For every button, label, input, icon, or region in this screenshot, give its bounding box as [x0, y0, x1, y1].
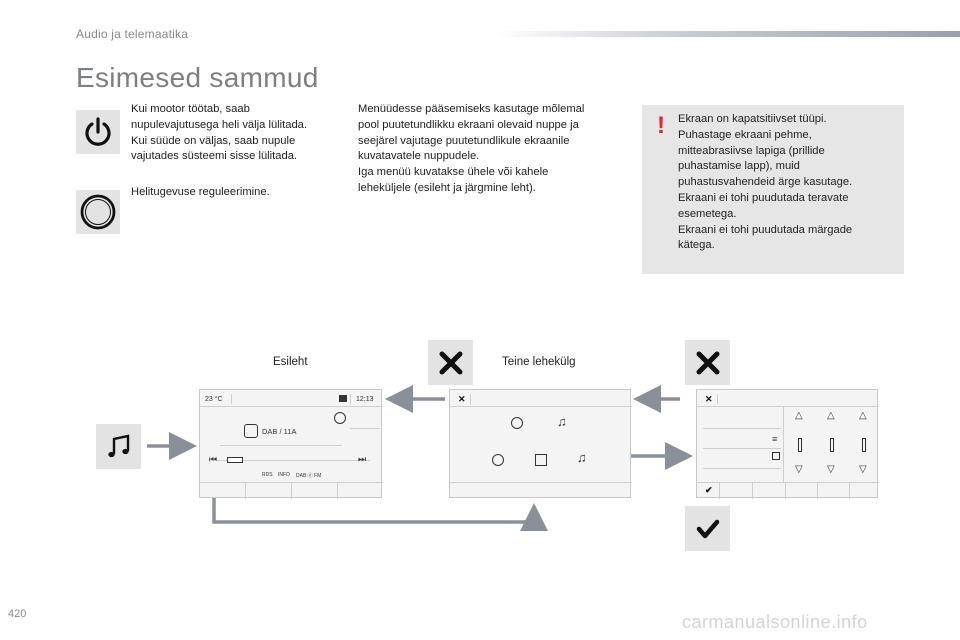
- slider-2: [830, 438, 834, 452]
- down-arrow-icon-3: ▽: [859, 464, 867, 475]
- caption-second-page: Teine lehekülg: [502, 356, 576, 368]
- power-button-illustration: [76, 110, 120, 154]
- list-icon: ≡: [772, 434, 778, 444]
- temperature-readout: 23 °C: [205, 396, 223, 403]
- music-button-illustration: [96, 424, 141, 469]
- checkbox-icon: [772, 452, 780, 460]
- rds-button-label: RDS: [262, 472, 273, 478]
- section-title: Audio ja telemaatika: [76, 27, 189, 41]
- seek-slider: [227, 457, 243, 463]
- confirm-button-illustration: [685, 506, 730, 551]
- caption-home-page: Esileht: [273, 356, 308, 368]
- warning-box: [642, 105, 904, 274]
- header-decoration-bar: [495, 31, 960, 37]
- station-label: DAB / 11A: [262, 427, 297, 436]
- down-arrow-icon-2: ▽: [827, 464, 835, 475]
- next-icon: ⏭: [358, 454, 367, 464]
- down-arrow-icon-1: ▽: [795, 464, 803, 475]
- submenu-screen-illustration: ✕ ≡ △ △ △ ▽ ▽ ▽ ✔: [696, 389, 879, 499]
- message-icon: [339, 395, 347, 402]
- arrow-home-to-second: [212, 496, 548, 531]
- power-description: Kui mootor töötab, saab nupulevajutusega…: [131, 103, 308, 163]
- dab-fm-button-label: DAB ⓓ FM: [296, 473, 322, 479]
- slider-1: [798, 438, 802, 452]
- close-button-illustration-1: [428, 340, 473, 385]
- warning-icon: !: [657, 112, 665, 139]
- warning-text: Ekraan on kapatsitiivset tüüpi. Puhastag…: [678, 113, 853, 252]
- close-icon: [696, 351, 719, 374]
- info-button-label: INFO: [278, 472, 290, 478]
- contact-icon: [535, 454, 547, 466]
- checkmark-icon: ✔: [705, 485, 713, 495]
- music-note-icon: [107, 434, 129, 457]
- radio-settings-icon: [492, 454, 504, 466]
- home-screen-illustration: 23 °C 12:13 DAB / 11A ⏮ ⏭ RDS INFO DAB ⓓ…: [199, 389, 383, 499]
- page-number: 420: [8, 608, 27, 620]
- close-button-illustration-2: [685, 340, 730, 385]
- second-page-screen-illustration: ✕ ♫ ♫: [449, 389, 632, 498]
- music-note-icon: ♫: [557, 414, 567, 429]
- volume-description: Helitugevuse reguleerimine.: [131, 186, 270, 198]
- volume-knob-illustration: [76, 190, 120, 234]
- clock-readout: 12:13: [356, 396, 374, 403]
- previous-icon: ⏮: [209, 454, 218, 464]
- page-title: Esimesed sammud: [76, 62, 319, 93]
- volume-knob-icon: [80, 194, 116, 230]
- up-arrow-icon-2: △: [827, 410, 835, 421]
- watermark: carmanualsonline.info: [682, 612, 868, 632]
- up-arrow-icon-1: △: [795, 410, 803, 421]
- slider-3: [862, 438, 866, 452]
- power-icon: [85, 117, 111, 146]
- checkmark-icon: [696, 519, 719, 538]
- close-icon: ✕: [705, 394, 713, 404]
- dab-icon: [244, 424, 258, 438]
- radio-icon: [334, 412, 346, 424]
- radio-icon: [511, 417, 523, 429]
- close-icon: ✕: [458, 394, 466, 404]
- close-icon: [439, 351, 462, 374]
- music-settings-icon: ♫: [577, 450, 587, 465]
- up-arrow-icon-3: △: [859, 410, 867, 421]
- menu-access-paragraph: Menüüdesse pääsemiseks kasutage mõlemal …: [358, 103, 585, 194]
